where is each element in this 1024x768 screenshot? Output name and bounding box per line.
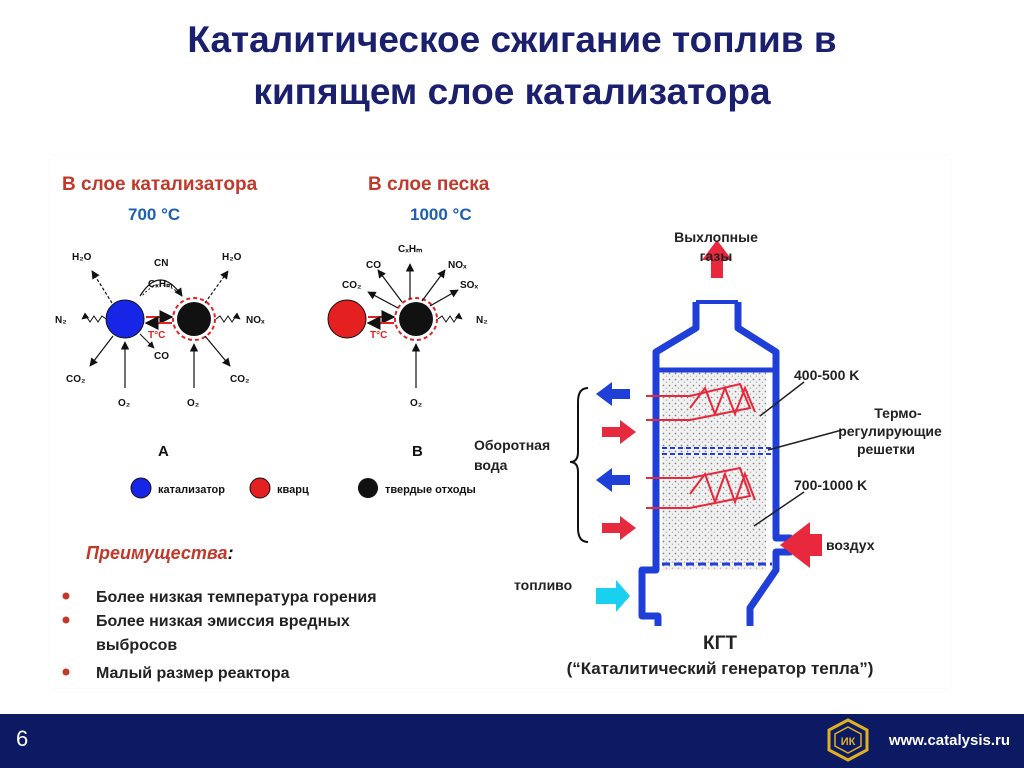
legend: катализатор кварц твердые отходы [130,477,476,499]
legend-catalyst-label: катализатор [158,484,225,496]
mol-b-o2: O₂ [410,398,422,409]
upper-temp-label: 400-500 K [794,367,859,383]
diagram-svg: В слое катализатора 700 °C В слое песка … [55,174,942,682]
advantages-title: Преимущества: [86,543,234,563]
catalyst-layer-temp: 700 °C [128,205,180,224]
exhaust-arrow [702,240,732,278]
legend-solid-swatch [358,478,378,498]
mol-a-cn: CN [154,258,168,269]
title-line-2: кипящем слое катализатора [253,71,771,112]
mol-a-tc: T°C [148,330,165,341]
legend-quartz-swatch [249,477,271,499]
mol-b-co: CO [366,260,381,271]
scheme-b-label: B [412,443,423,460]
water-out-arrow-2 [596,468,630,492]
mol-a-cxhm: CₓHₘ [148,279,172,290]
advantage-item-2: Более низкая эмиссия вредных [96,613,350,630]
page-number: 6 [16,726,29,751]
diagram-panel: В слое катализатора 700 °C В слое песка … [50,156,950,688]
advantages-colon: : [228,543,234,563]
mol-b-n2: N₂ [476,315,488,326]
mol-a-o2-left: O₂ [118,398,130,409]
fuel-arrow [596,580,630,612]
title-line-1: Каталитическое сжигание топлив в [187,19,837,60]
grid-label-3: решетки [857,441,915,457]
fuel-label: топливо [514,577,572,593]
logo-text: ИК [841,736,856,748]
catalyst-particle-a [105,299,145,339]
advantage-item-1: Более низкая температура горения [96,589,377,606]
legend-catalyst-swatch [130,477,152,499]
slide-title: Каталитическое сжигание топлив в кипящем… [0,14,1024,118]
mol-b-sox: SOₓ [460,280,478,291]
solid-waste-particle-b [399,302,433,336]
air-label: воздух [826,537,875,553]
water-label-2: вода [474,457,508,473]
water-in-arrow-1 [602,420,636,444]
exhaust-label-2: газы [700,248,733,264]
mol-b-tc: T°C [370,330,387,341]
catalyst-layer-header: В слое катализатора [62,174,258,195]
water-brace [569,387,589,543]
mol-b-nox: NOₓ [448,260,467,271]
reactor-name: КГТ [703,633,737,654]
scheme-a: H₂O CN H₂O CₓHₘ N₂ NOₓ T°C CO CO₂ CO₂ O₂… [55,252,265,409]
reactor [638,300,794,626]
water-in-arrow-2 [602,516,636,540]
scheme-b: CₓHₘ CO NOₓ CO₂ SOₓ N₂ T°C O₂ [327,244,488,409]
scheme-a-label: A [158,443,169,460]
grid-label-1: Термо- [874,405,922,421]
advantages-title-text: Преимущества [86,543,228,563]
advantages-list: Более низкая температура горения Более н… [62,589,377,682]
advantage-item-3: Малый размер реактора [96,665,290,682]
mol-a-h2o-right: H₂O [222,252,242,263]
water-out-arrow-1 [596,382,630,406]
reactor-full-name: (“Каталитический генератор тепла”) [567,659,874,678]
water-label-1: Оборотная [474,437,550,453]
lower-temp-label: 700-1000 K [794,477,867,493]
advantage-item-2-cont: выбросов [96,637,177,654]
footer-bar: 6 ИК www.catalysis.ru [0,714,1024,768]
mol-a-n2: N₂ [55,315,67,326]
institute-logo: ИК [827,718,869,762]
sand-layer-temp: 1000 °C [410,205,472,224]
legend-solid-label: твердые отходы [385,484,476,496]
air-arrow [780,522,822,568]
mol-a-co2-right: CO₂ [230,374,249,385]
mol-a-o2-right: O₂ [187,398,199,409]
solid-waste-particle-a [177,302,211,336]
legend-quartz-label: кварц [277,484,309,496]
mol-a-co2-left: CO₂ [66,374,85,385]
quartz-particle-b [327,299,367,339]
grid-label-2: регулирующие [838,423,942,439]
site-url[interactable]: www.catalysis.ru [888,732,1010,749]
mol-a-co: CO [154,351,169,362]
sand-layer-header: В слое песка [368,174,490,195]
mol-a-nox: NOₓ [246,315,265,326]
mol-b-cxhm: CₓHₘ [398,244,422,255]
mol-a-h2o-left: H₂O [72,252,92,263]
mol-b-co2: CO₂ [342,280,361,291]
exhaust-label-1: Выхлопные [674,229,758,245]
